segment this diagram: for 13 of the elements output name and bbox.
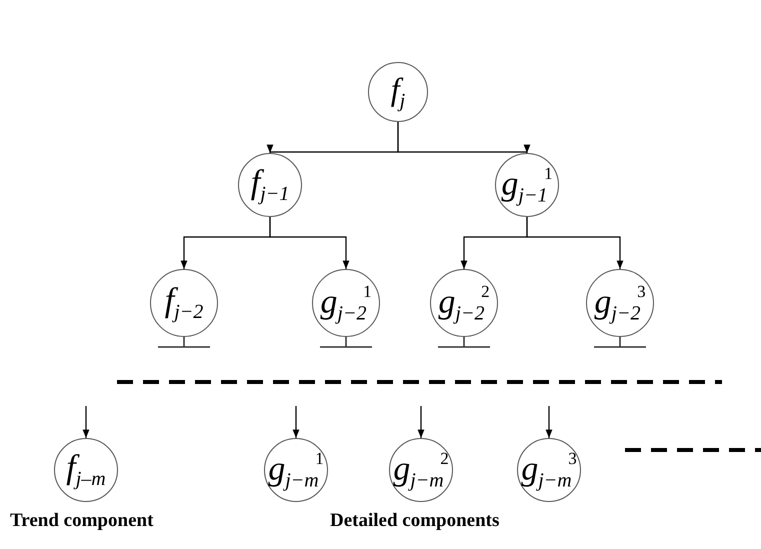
arrow [292,406,300,438]
math-symbol: f$_{j–m}$ [66,451,106,489]
arrow [418,406,424,438]
arrow [269,217,350,269]
arrow [546,406,552,438]
math-symbol: f$_{j}$ [390,73,406,111]
arrow [397,122,530,154]
math-symbol: f$_{j−2}$ [164,284,204,322]
caption-label: Trend component [10,510,154,532]
math-symbol: f$_{j−1}$ [250,166,290,204]
arrow [82,406,90,438]
arrow [526,217,624,269]
caption-label: Detailed components [330,510,500,532]
